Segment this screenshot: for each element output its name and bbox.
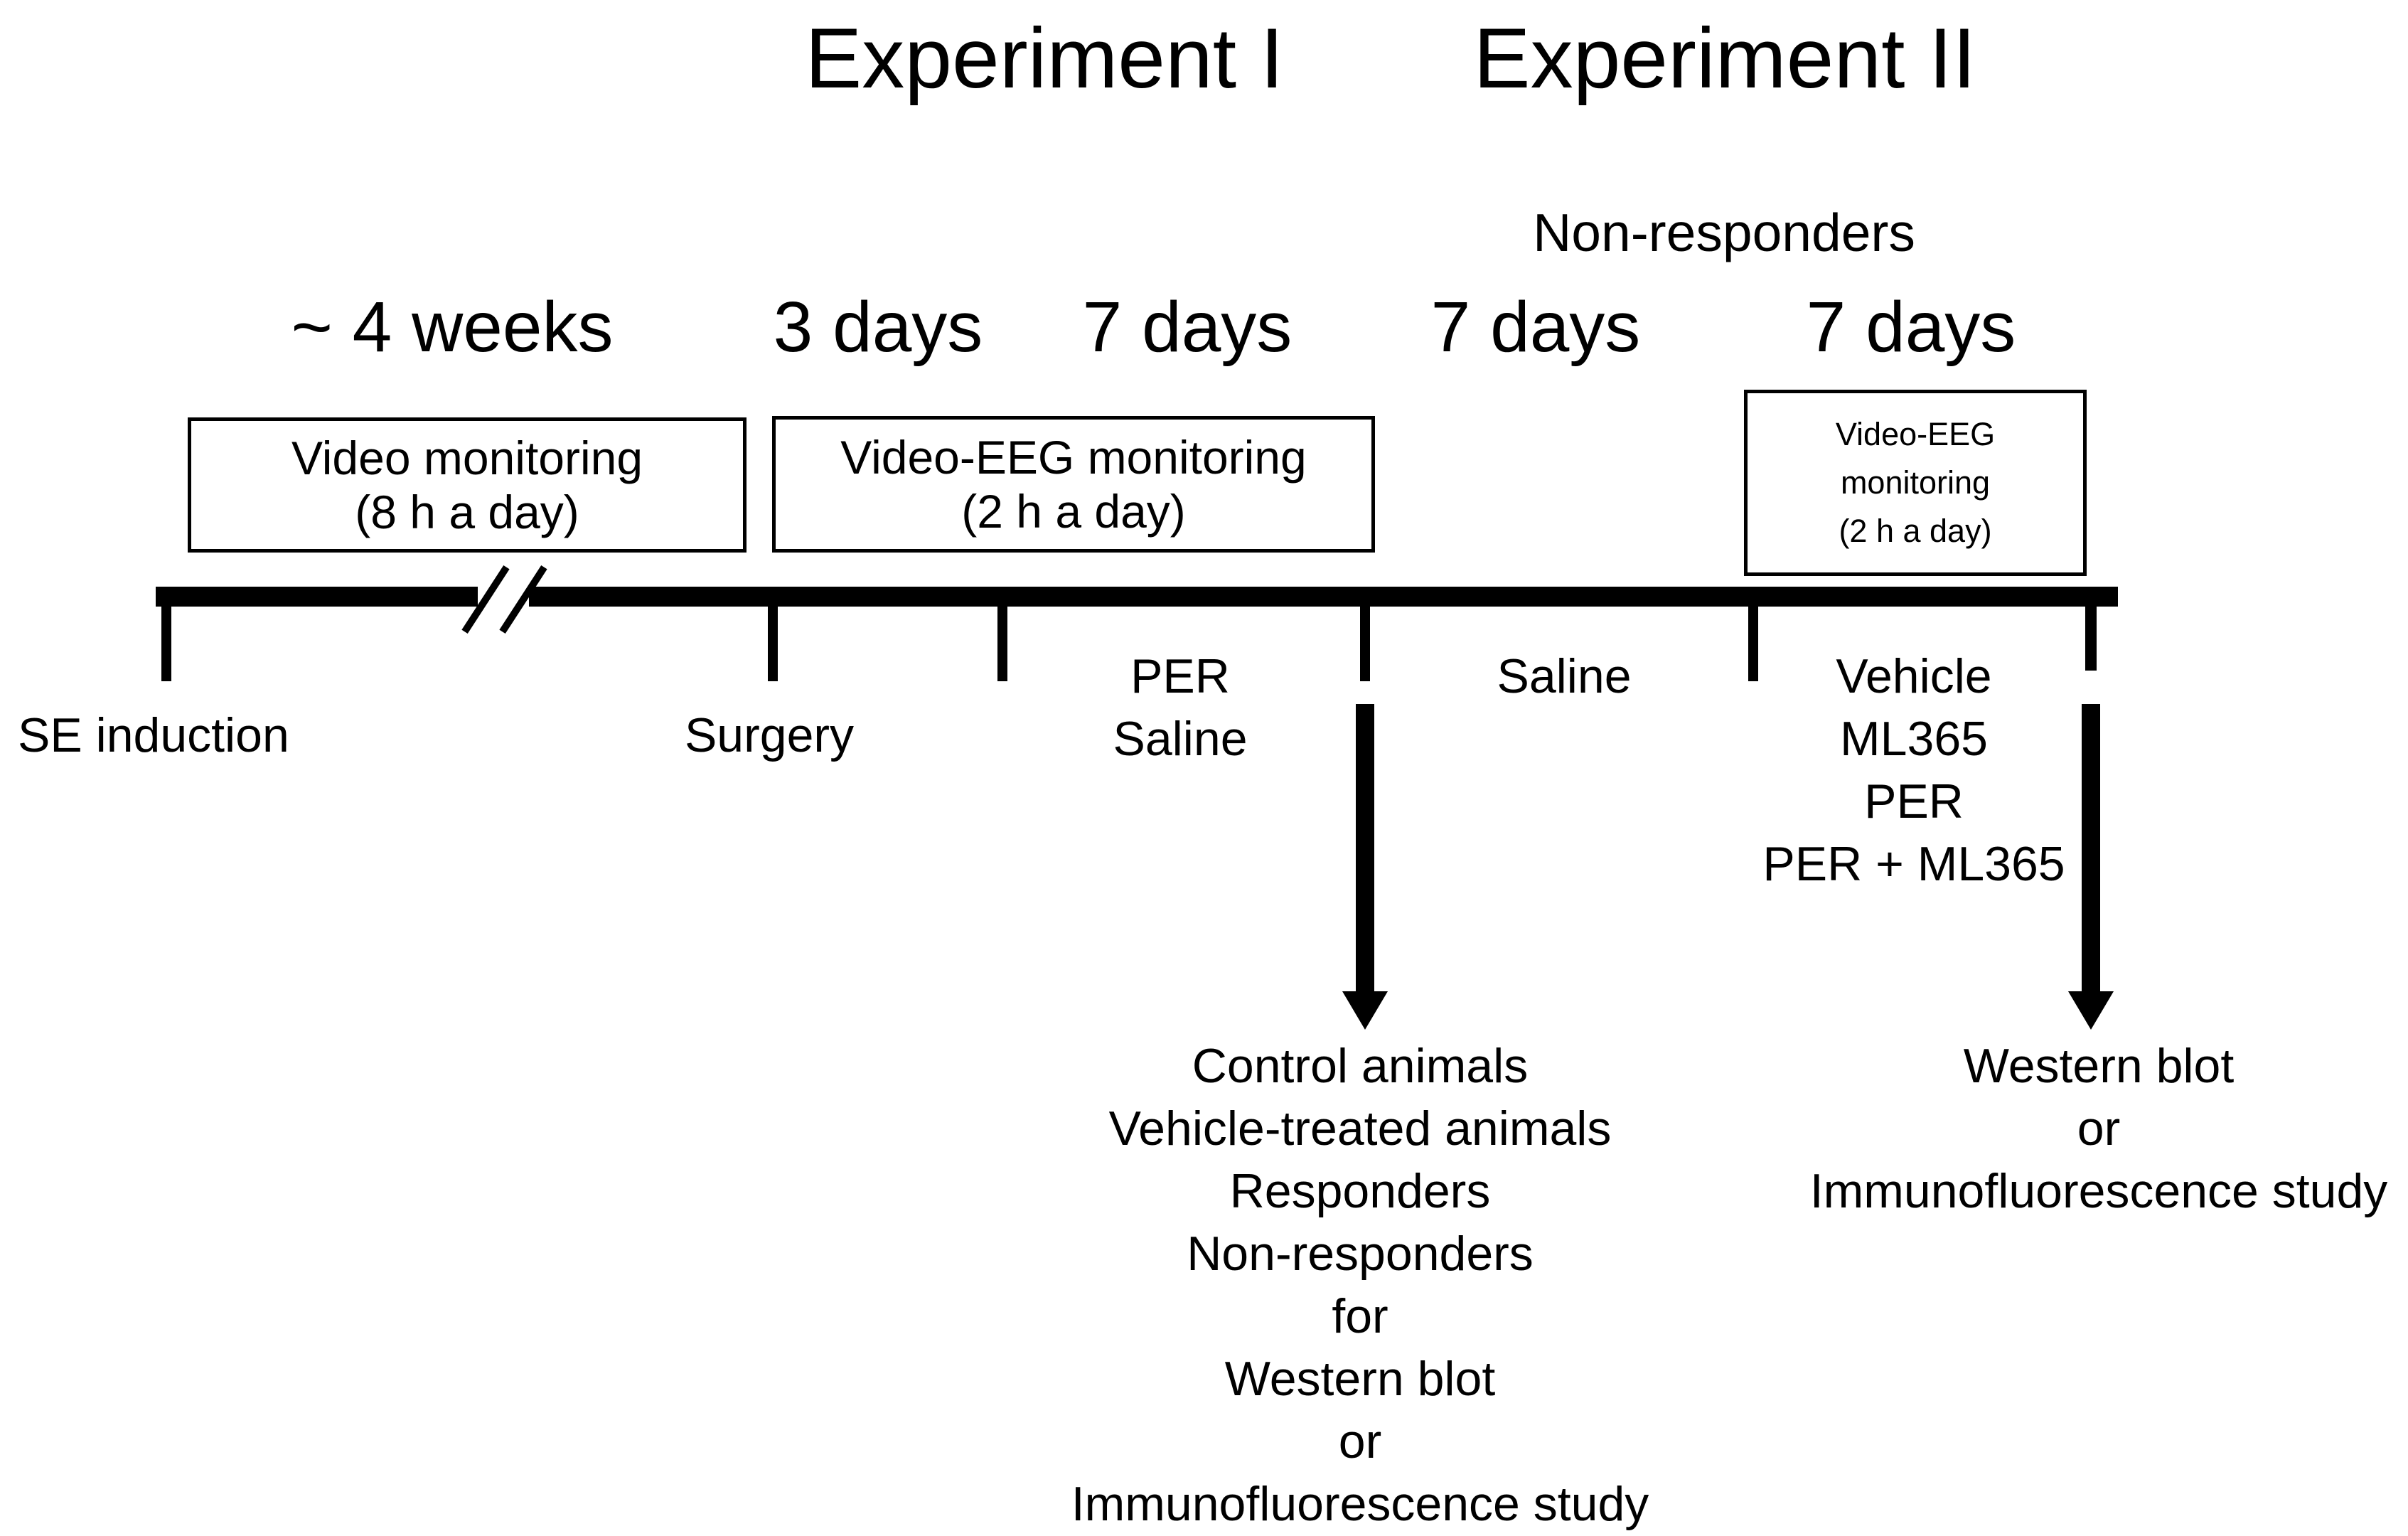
timeline-tick-end — [2085, 607, 2097, 671]
video-eeg-monitoring-box-2: Video-EEG monitoring (2 h a day) — [1744, 390, 2087, 576]
exp2-injection-labels: Vehicle ML365 PER PER + ML365 — [1762, 645, 2065, 895]
video-eeg-2-line-2: monitoring — [1840, 464, 1991, 501]
exp2-outcome-line: Immunofluorescence study — [1809, 1164, 2388, 1218]
down-arrow-head-icon-exp1 — [1342, 991, 1388, 1030]
exp1-injection-labels: PER Saline — [1113, 645, 1247, 770]
exp2-outcome-block: Western blot or Immunofluorescence study — [1810, 1035, 2388, 1222]
timeline-tick-exp2-treatment — [1748, 607, 1758, 681]
video-eeg-2-line-3: (2 h a day) — [1839, 513, 1992, 549]
video-monitoring-line-1: Video monitoring — [291, 432, 643, 484]
exp2-injection-per-ml365: PER + ML365 — [1762, 837, 2065, 891]
exp1-outcome-line: Responders — [1229, 1164, 1491, 1218]
video-eeg-1-line-1: Video-EEG monitoring — [840, 431, 1307, 484]
timeline-tick-treatment-start — [997, 607, 1007, 681]
exp2-injection-vehicle: Vehicle — [1836, 649, 1992, 703]
duration-7-days-2: 7 days — [1430, 287, 1641, 367]
exp1-outcome-line: Western blot — [1224, 1352, 1496, 1406]
exp1-injection-saline: Saline — [1113, 712, 1248, 766]
down-arrow-icon-exp1 — [1356, 704, 1374, 993]
exp1-outcome-line: for — [1332, 1289, 1388, 1343]
timeline-tick-surgery — [768, 607, 778, 681]
timeline-tick-se-induction — [161, 607, 171, 681]
video-monitoring-box: Video monitoring (8 h a day) — [188, 417, 747, 553]
video-monitoring-line-2: (8 h a day) — [355, 486, 579, 538]
duration-7-days-1: 7 days — [1082, 287, 1293, 367]
exp1-outcome-line: Immunofluorescence study — [1071, 1477, 1649, 1531]
non-responders-label: Non-responders — [1533, 203, 1915, 262]
video-eeg-monitoring-box-1: Video-EEG monitoring (2 h a day) — [772, 416, 1375, 553]
exp2-injection-ml365: ML365 — [1840, 712, 1988, 766]
duration-4-weeks: ~ 4 weeks — [291, 287, 614, 367]
duration-3-days: 3 days — [773, 287, 983, 367]
title-experiment-1: Experiment I — [805, 11, 1284, 106]
mid-injection-label: Saline — [1497, 649, 1632, 703]
exp1-outcome-line: or — [1338, 1414, 1382, 1468]
title-experiment-2: Experiment II — [1473, 11, 1976, 106]
down-arrow-icon-exp2 — [2082, 704, 2100, 993]
duration-7-days-3: 7 days — [1806, 287, 2016, 367]
exp2-injection-per: PER — [1864, 774, 1964, 828]
video-eeg-2-line-1: Video-EEG — [1835, 416, 1996, 452]
exp2-outcome-line: Western blot — [1963, 1039, 2235, 1093]
exp2-outcome-line: or — [2077, 1102, 2121, 1156]
video-eeg-1-line-2: (2 h a day) — [961, 485, 1186, 538]
down-arrow-head-icon-exp2 — [2068, 991, 2114, 1030]
exp1-outcome-line: Vehicle-treated animals — [1108, 1102, 1612, 1156]
timeline-bar — [156, 587, 2118, 607]
timeline-tick-exp1-end — [1360, 607, 1370, 681]
surgery-label: Surgery — [684, 708, 855, 762]
exp1-outcome-block: Control animals Vehicle-treated animals … — [1071, 1035, 1649, 1535]
exp1-outcome-line: Control animals — [1192, 1039, 1529, 1093]
exp1-injection-per: PER — [1130, 649, 1230, 703]
se-induction-label: SE induction — [18, 708, 289, 762]
exp1-outcome-line: Non-responders — [1187, 1227, 1534, 1281]
